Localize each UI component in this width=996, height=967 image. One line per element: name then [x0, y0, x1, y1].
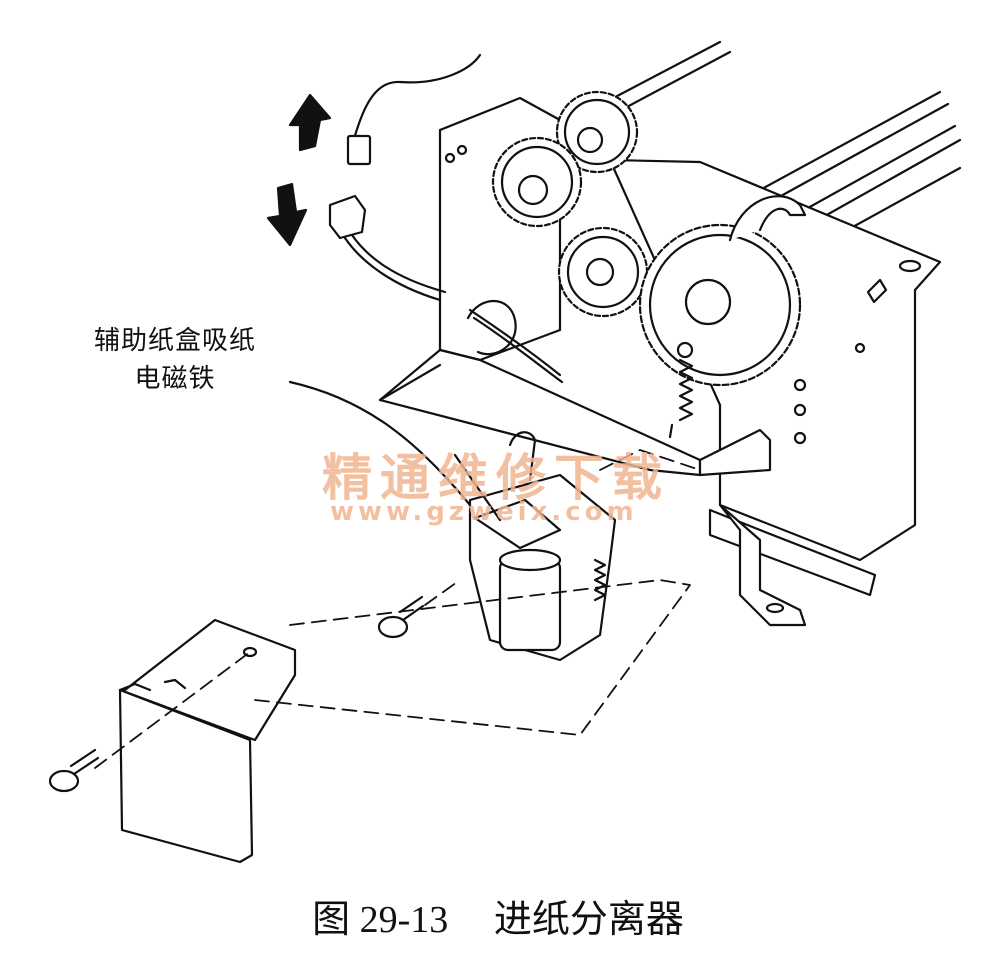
gear-left: [491, 136, 583, 228]
gear-top: [555, 90, 639, 174]
solenoid: [453, 431, 617, 662]
callout-label: 辅助纸盒吸纸 电磁铁: [60, 322, 290, 398]
callout-line-1: 辅助纸盒吸纸: [93, 326, 256, 356]
arrow-up-icon: [288, 93, 332, 152]
cable-connector: [328, 53, 482, 302]
figure-number: 图 29-13: [312, 899, 449, 941]
screw-icon: [377, 595, 425, 639]
assembly-lines: [94, 449, 701, 769]
cover-bracket: [118, 618, 297, 864]
frame-plate: [378, 96, 942, 627]
gear-middle: [557, 226, 649, 318]
screw-icon: [48, 748, 100, 793]
callout-line-2: 电磁铁: [134, 364, 216, 394]
figure-title: 进纸分离器: [493, 899, 684, 941]
watermark-url: www.gzweix.com: [330, 497, 638, 527]
arrow-down-icon: [266, 182, 308, 247]
callout-leader: [288, 380, 472, 507]
figure-caption: 图 29-13 进纸分离器: [0, 888, 996, 943]
spring: [668, 341, 694, 439]
watermark-text: 精通维修下载: [322, 449, 670, 507]
